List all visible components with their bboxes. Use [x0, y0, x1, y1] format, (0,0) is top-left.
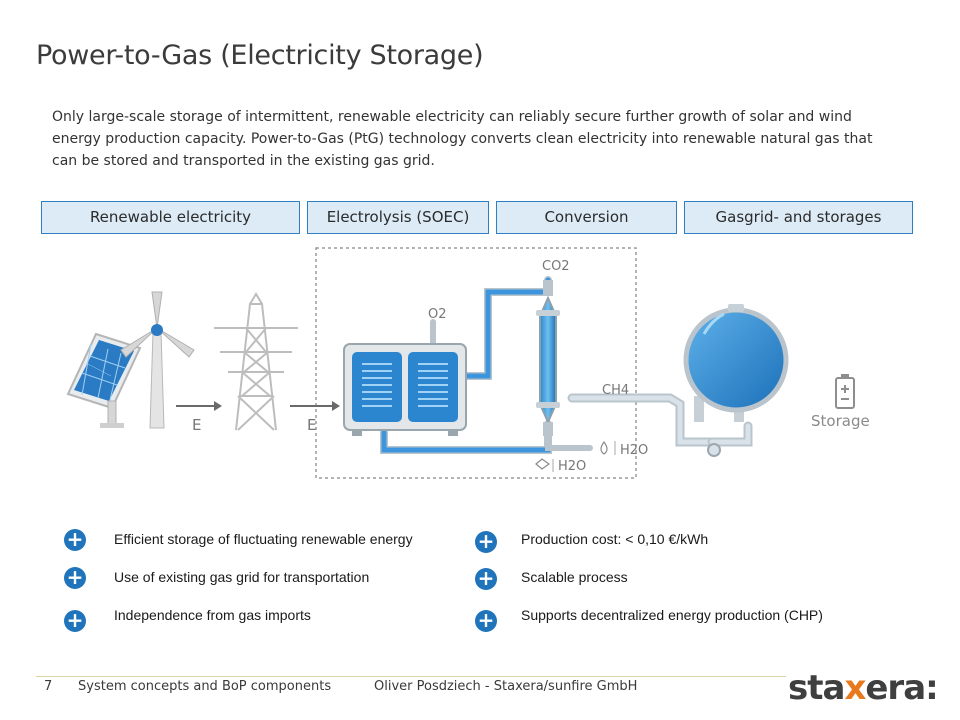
footer-section: System concepts and BoP components [78, 679, 332, 694]
energy-label-2: E [307, 416, 316, 434]
benefit-gas-grid: Use of existing gas grid for transportat… [114, 569, 370, 585]
h2o-bottom-label: H2O [558, 459, 586, 474]
staxera-logo: staxera: [788, 668, 939, 708]
plus-icon: + [64, 610, 86, 632]
o2-label: O2 [428, 307, 447, 322]
water-drop-icon [600, 440, 608, 455]
process-diagram: E E [66, 247, 870, 479]
benefit-scalable: Scalable process [521, 569, 628, 585]
footer-divider [36, 676, 786, 677]
stage-electrolysis: Electrolysis (SOEC) [307, 201, 489, 234]
co2-label: CO2 [542, 259, 570, 274]
power-pylon-icon [214, 292, 298, 431]
gas-storage-tank-icon [683, 304, 789, 422]
benefit-decentralized: Supports decentralized energy production… [521, 607, 823, 623]
energy-arrow-icon [176, 401, 340, 411]
steam-icon [535, 458, 551, 470]
h2o-right-label: H2O [620, 443, 648, 458]
system-boundary [315, 247, 637, 479]
ch4-label: CH4 [602, 383, 629, 398]
benefit-independence: Independence from gas imports [114, 607, 311, 623]
plus-icon: + [64, 567, 86, 589]
battery-icon [835, 374, 855, 409]
benefit-efficient-storage: Efficient storage of fluctuating renewab… [114, 531, 413, 547]
stage-gasgrid-storages: Gasgrid- and storages [684, 201, 913, 234]
valve-icon [707, 443, 721, 457]
stage-conversion: Conversion [496, 201, 677, 234]
storage-label: Storage [811, 412, 870, 430]
plus-icon: + [64, 529, 86, 551]
page-number: 7 [44, 679, 53, 694]
intro-paragraph: Only large-scale storage of intermittent… [52, 109, 873, 169]
plus-icon: + [475, 531, 497, 553]
soec-stack-icon [343, 343, 467, 436]
plus-icon: + [475, 568, 497, 590]
solar-panel-icon [66, 332, 142, 428]
footer-author: Oliver Posdziech - Staxera/sunfire GmbH [374, 679, 638, 694]
slide-title: Power-to-Gas (Electricity Storage) [36, 40, 484, 71]
stage-renewable-electricity: Renewable electricity [41, 201, 300, 234]
energy-label-1: E [192, 416, 201, 434]
plus-icon: + [475, 610, 497, 632]
methanation-reactor-icon [536, 280, 560, 436]
wind-turbine-icon [120, 291, 195, 429]
benefit-production-cost: Production cost: < 0,10 €/kWh [521, 531, 709, 547]
